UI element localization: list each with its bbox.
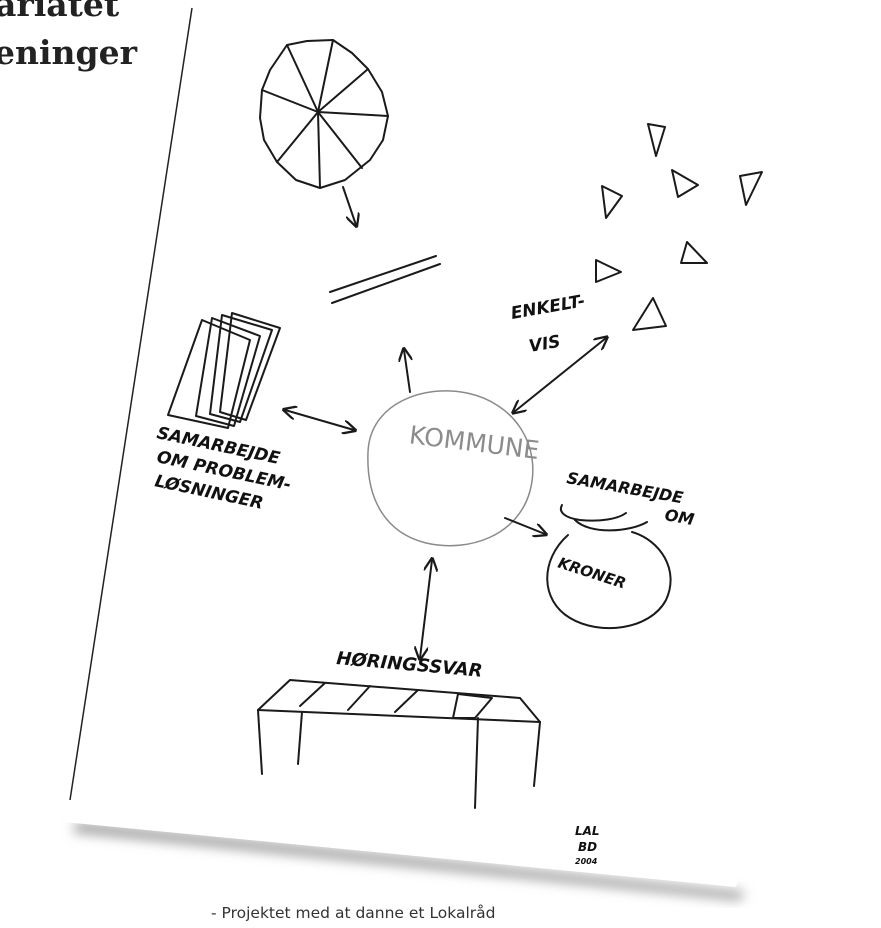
paper-face — [64, 8, 881, 887]
paper-shadow — [72, 822, 745, 900]
kommune-circle — [367, 390, 534, 547]
page-heading-line-2: eninger — [0, 33, 137, 72]
signature-line-1: LAL — [575, 824, 600, 838]
signature-line-2: BD — [578, 840, 597, 854]
label-kroner-2: OM — [663, 505, 695, 529]
arrow-kroner — [504, 517, 545, 534]
money-bag-drawing — [546, 504, 672, 630]
arrow-left-double — [285, 410, 354, 430]
arrow-enkeltvis-double — [514, 338, 606, 412]
table-drawing — [257, 679, 541, 809]
caption: - Projektet med at danne et Lokalråd — [211, 904, 496, 922]
document-stack-drawing — [167, 312, 281, 429]
double-line-drawing — [329, 255, 441, 304]
arrow-wheel-down — [342, 186, 356, 225]
signature-line-3: 2004 — [575, 857, 598, 866]
arrow-up — [404, 350, 410, 393]
triangles-drawing — [595, 123, 763, 331]
paper-left-edge — [69, 7, 193, 801]
wheel-drawing — [259, 39, 389, 189]
page-heading-line-1: ariatet — [0, 0, 120, 24]
paper-sheet — [64, 7, 881, 900]
arrow-hoeringssvar-double — [420, 560, 432, 658]
